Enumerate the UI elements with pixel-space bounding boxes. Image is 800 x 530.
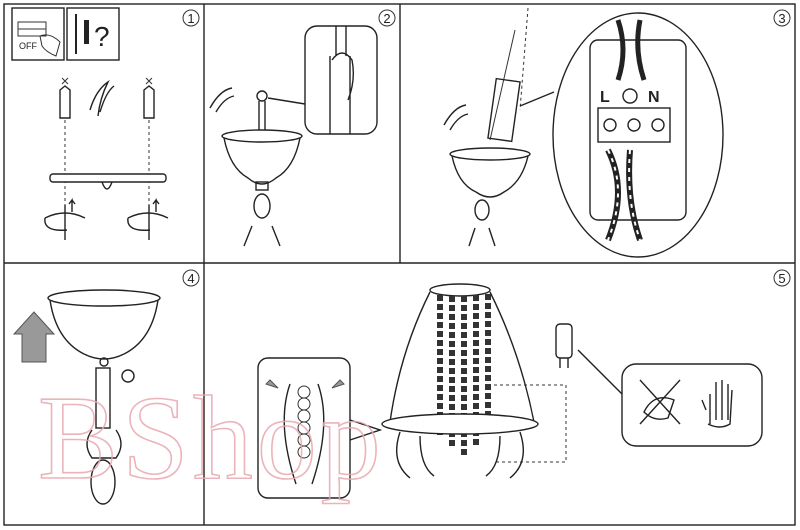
g9-bulb-icon [555,323,573,359]
svg-text:1: 1 [187,11,194,26]
screw-anchor-question-icon: ? [66,7,120,61]
glove-icon [701,380,733,428]
watermark: BShop [38,371,385,504]
svg-text:N: N [648,89,660,106]
arrow-left-icon [265,379,279,389]
step-number-4: 4 [182,269,200,287]
step-number-5: 5 [773,269,791,287]
svg-text:5: 5 [778,271,785,286]
svg-text:L: L [600,89,610,106]
panel-grid [3,3,796,526]
step-number-3: 3 [773,9,791,27]
mounting-bracket-illustration [44,77,169,240]
arrow-right-icon [331,379,345,389]
step-number-1: 1 [182,9,200,27]
bare-hand-crossed-icon [639,379,681,425]
power-off-icon: OFF [11,7,65,61]
svg-text:2: 2 [383,11,390,26]
step-number-2: 2 [378,9,396,27]
svg-text:4: 4 [187,271,194,286]
up-arrow-icon [12,311,56,363]
svg-text:3: 3 [778,11,785,26]
lift-canopy-illustration [12,289,161,505]
chandelier-illustration [257,283,763,499]
svg-text:OFF: OFF [19,41,37,51]
wiring-illustration: L N [443,7,724,258]
bead-strand [297,385,311,459]
svg-text:?: ? [94,21,110,52]
ceiling-cup-hanging-illustration [209,25,378,247]
